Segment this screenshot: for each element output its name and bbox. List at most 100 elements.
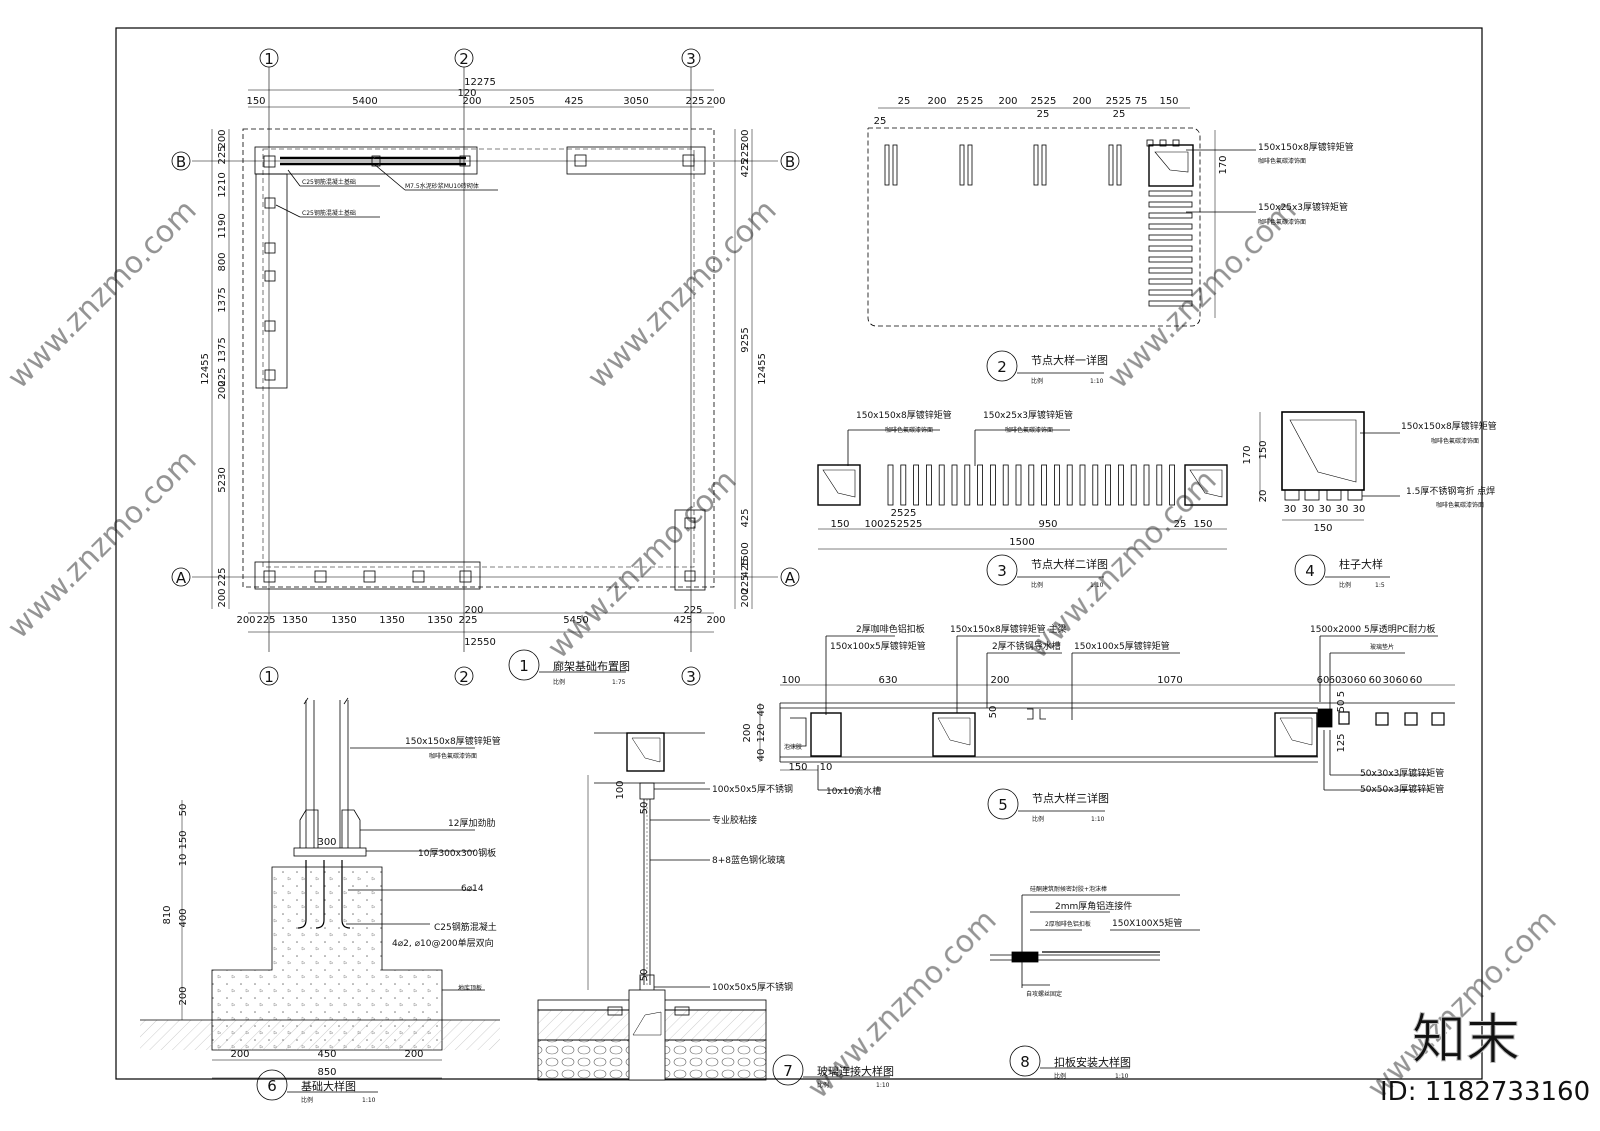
title-node-1: 节点大样一详图 [1031, 353, 1108, 367]
d2-dim: 170 [1218, 155, 1229, 174]
slat [964, 464, 971, 506]
plan-left-dim: 225 [217, 567, 228, 586]
slat [1028, 464, 1035, 506]
plan-top-dim: 200 [462, 96, 481, 107]
scale-word: 比例 [817, 1081, 829, 1089]
d3-note: 咖啡色氟碳漆饰面 [1005, 426, 1053, 434]
d5-dim: 60 [1329, 675, 1342, 686]
d2-dim: 150 [1159, 96, 1178, 107]
scale-word: 比例 [1054, 1072, 1066, 1080]
d5-dim: 30 [1341, 675, 1354, 686]
grid-1-top: 1 [264, 50, 274, 68]
plan-top-dim: 2505 [509, 96, 534, 107]
d7-dim: 50 [639, 802, 650, 815]
title-node-2: 节点大样二详图 [1031, 557, 1108, 571]
column-detail [1259, 411, 1400, 521]
plan-left-total: 12455 [200, 353, 211, 385]
watermark-url: www.znzmo.com [801, 903, 1004, 1106]
d5-dim: 60 [1369, 675, 1382, 686]
d4-note: 咖啡色氟碳漆饰面 [1436, 501, 1484, 509]
scale-node-2: 1:10 [1090, 582, 1104, 589]
d5-dim: 30 [1383, 675, 1396, 686]
d4-note: 150x150x8厚镀锌矩管 [1401, 420, 1497, 432]
d2-note: 咖啡色氟碳漆饰面 [1258, 157, 1306, 165]
plan-left-dim: 225 [217, 145, 228, 164]
grid-1-bottom: 1 [264, 668, 274, 686]
d5-dim: 60 [1317, 675, 1330, 686]
d2-dim: 25 [1031, 96, 1044, 107]
grid-A-left: A [176, 569, 187, 587]
node-detail-1 [867, 107, 1256, 327]
plan-right-dim: 200 [740, 588, 751, 607]
plan-label-masonry: M7.5水泥砂浆MU10砖砌体 [405, 182, 479, 190]
slat [1105, 464, 1111, 506]
d2-note: 150x150x8厚镀锌矩管 [1258, 141, 1354, 153]
d3-note: 150x25x3厚镀锌矩管 [983, 409, 1073, 421]
d4-dim: 30 [1284, 504, 1297, 515]
scale-plan: 1:75 [612, 679, 626, 686]
d6-dim: 200 [178, 986, 189, 1005]
scale-word: 比例 [301, 1096, 313, 1104]
plan-top-dim: 200 [706, 96, 725, 107]
slat [951, 464, 958, 506]
d5-dim: 200 [990, 675, 1009, 686]
slat [977, 464, 983, 506]
panel-detail [990, 894, 1200, 988]
d5-dim: 125 [1336, 733, 1347, 752]
watermark-url: www.znzmo.com [541, 463, 744, 666]
title-node-3: 节点大样三详图 [1032, 791, 1109, 805]
d3-dim: 100 [864, 519, 883, 530]
d5-note: 10x10滴水槽 [826, 785, 881, 797]
foundation-plan [192, 66, 778, 652]
d5-note: 50x30x3厚镀锌矩管 [1360, 767, 1444, 779]
d3-dim: 25 [1174, 519, 1187, 530]
watermark-url: www.znzmo.com [1, 443, 204, 646]
d3-dim: 150 [1193, 519, 1212, 530]
d6-note: C25钢筋混凝土 [434, 921, 497, 933]
plan-left-dim: 1210 [217, 172, 228, 197]
plan-top-dim: 120 [457, 88, 476, 99]
glass-detail [537, 732, 767, 1081]
slat [1079, 464, 1086, 506]
d3-dim: 150 [830, 519, 849, 530]
d6-dim: 200 [230, 1049, 249, 1060]
d6-dim: 850 [317, 1067, 336, 1078]
d8-note: 硅酮建筑耐候密封胶+泡沫棒 [1030, 885, 1107, 893]
d3-note: 150x150x8厚镀锌矩管 [856, 409, 952, 421]
slat [1130, 464, 1137, 506]
watermark-diagonal: www.znzmo.com www.znzmo.com www.znzmo.co… [1, 193, 1564, 1106]
d4-note: 1.5厚不锈钢弯折 点焊 [1406, 485, 1495, 497]
d7-note: 8+8蓝色钢化玻璃 [712, 854, 785, 866]
d6-dim: 50 [178, 804, 189, 817]
d4-note: 咖啡色氟碳漆饰面 [1431, 437, 1479, 445]
plan-bottom-dim: 1350 [427, 615, 452, 626]
grid-bubbles [171, 48, 800, 686]
slat [900, 464, 907, 506]
d2-dim: 25 [971, 96, 984, 107]
plan-right-dim: 200 [740, 129, 751, 148]
plan-bottom-dim: 225 [458, 615, 477, 626]
d5-dim: 60 [1396, 675, 1409, 686]
sheet-border [115, 27, 1483, 1080]
scale-panel: 1:10 [1115, 1073, 1129, 1080]
plan-top-dim: 3050 [623, 96, 648, 107]
d7-note: 100x50x5厚不锈钢 [712, 783, 793, 795]
d3-note: 咖啡色氟碳漆饰面 [885, 426, 933, 434]
d6-note: 10厚300x300钢板 [418, 847, 496, 859]
scale-word: 比例 [1339, 581, 1351, 589]
scale-node-1: 1:10 [1090, 378, 1104, 385]
plan-label-footing: C25钢筋混凝土基础 [302, 178, 356, 186]
detail-num-3: 3 [997, 562, 1007, 580]
d2-dim: 200 [998, 96, 1017, 107]
d3-dim: 25 [884, 519, 897, 530]
plan-bottom-total: 12550 [464, 637, 496, 648]
d2-dim: 200 [927, 96, 946, 107]
grid-B-left: B [176, 153, 186, 171]
d6-note: 12厚加劲肋 [448, 817, 495, 829]
title-foundation: 基础大样图 [301, 1079, 356, 1093]
slat [1041, 464, 1047, 506]
d5-dim: 120 [756, 723, 767, 742]
plan-bottom-dim: 1350 [379, 615, 404, 626]
d3-total: 1500 [1009, 537, 1034, 548]
